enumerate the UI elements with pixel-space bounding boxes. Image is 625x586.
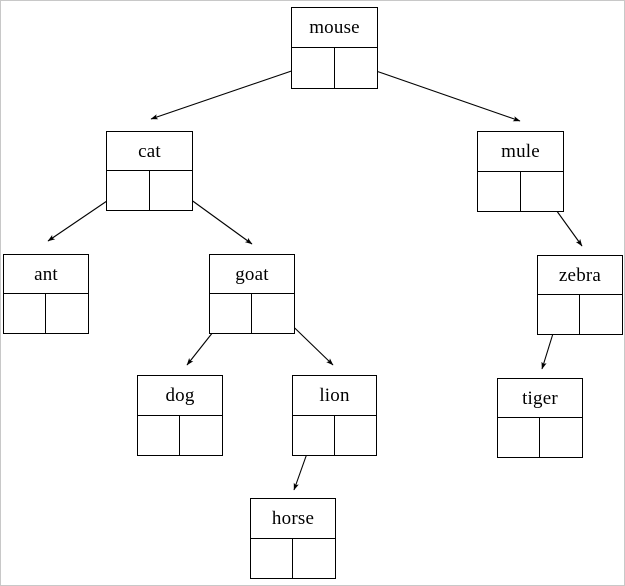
tree-node-zebra[interactable]: zebra — [537, 255, 623, 335]
tree-node-dog[interactable]: dog — [137, 375, 223, 456]
right-pointer-cell-ant[interactable] — [46, 294, 88, 333]
tree-node-label-mule: mule — [478, 132, 563, 172]
tree-node-label-mouse: mouse — [292, 8, 377, 48]
tree-node-pointers-mule — [478, 171, 564, 212]
left-pointer-cell-lion[interactable] — [293, 415, 335, 455]
tree-node-label-cat: cat — [107, 132, 192, 171]
tree-node-lion[interactable]: lion — [292, 375, 377, 456]
tree-node-label-dog: dog — [138, 376, 222, 416]
left-pointer-cell-mule[interactable] — [478, 171, 521, 211]
right-pointer-cell-zebra[interactable] — [580, 295, 622, 334]
right-pointer-cell-dog[interactable] — [180, 416, 222, 456]
tree-node-ant[interactable]: ant — [3, 254, 89, 334]
right-pointer-cell-mule[interactable] — [521, 172, 564, 212]
left-pointer-cell-zebra[interactable] — [538, 295, 580, 334]
tree-node-pointers-tiger — [498, 418, 582, 457]
tree-node-label-tiger: tiger — [498, 379, 582, 418]
edge-mouse-to-mule — [355, 63, 521, 122]
left-pointer-cell-tiger[interactable] — [498, 418, 540, 457]
tree-node-mouse[interactable]: mouse — [291, 7, 378, 89]
right-pointer-cell-lion[interactable] — [335, 416, 377, 456]
right-pointer-cell-tiger[interactable] — [540, 418, 582, 457]
left-pointer-cell-cat[interactable] — [107, 171, 150, 210]
left-pointer-cell-goat[interactable] — [210, 294, 252, 333]
tree-node-label-horse: horse — [251, 499, 335, 539]
left-pointer-cell-mouse[interactable] — [292, 48, 335, 88]
left-pointer-cell-horse[interactable] — [251, 538, 293, 578]
tree-node-pointers-horse — [251, 538, 335, 579]
tree-node-label-ant: ant — [4, 255, 88, 294]
tree-node-pointers-cat — [107, 171, 192, 210]
tree-node-label-zebra: zebra — [538, 256, 622, 295]
right-pointer-cell-goat[interactable] — [252, 294, 294, 333]
edge-mouse-to-cat — [150, 63, 313, 120]
left-pointer-cell-dog[interactable] — [138, 415, 180, 455]
right-pointer-cell-mouse[interactable] — [335, 48, 378, 88]
tree-node-horse[interactable]: horse — [250, 498, 336, 579]
tree-node-label-lion: lion — [293, 376, 376, 416]
tree-node-pointers-lion — [293, 415, 377, 456]
right-pointer-cell-cat[interactable] — [150, 171, 193, 210]
tree-node-goat[interactable]: goat — [209, 254, 295, 334]
tree-node-pointers-ant — [4, 294, 88, 333]
tree-node-pointers-dog — [138, 415, 222, 456]
tree-node-mule[interactable]: mule — [477, 131, 564, 212]
tree-node-cat[interactable]: cat — [106, 131, 193, 211]
tree-node-label-goat: goat — [210, 255, 294, 294]
right-pointer-cell-horse[interactable] — [293, 539, 335, 579]
tree-node-pointers-goat — [210, 294, 294, 333]
tree-node-tiger[interactable]: tiger — [497, 378, 583, 458]
tree-node-pointers-mouse — [292, 48, 377, 88]
left-pointer-cell-ant[interactable] — [4, 294, 46, 333]
tree-node-pointers-zebra — [538, 295, 622, 334]
